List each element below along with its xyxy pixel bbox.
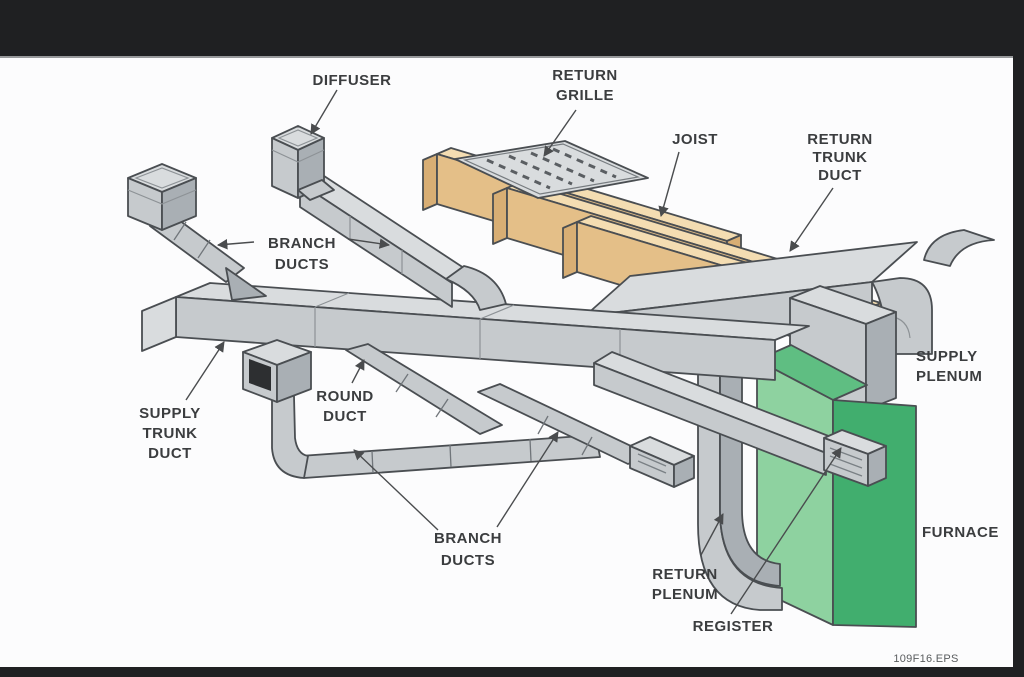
label-return-grille-2: GRILLE	[556, 87, 614, 104]
round-duct-drop-pipe	[345, 343, 503, 435]
label-branch-ducts-upper-2: DUCTS	[275, 256, 329, 273]
joist-2-end-left	[492, 187, 508, 245]
diffuser-left-side	[161, 177, 197, 231]
branch-duct-rect-elbow	[445, 265, 507, 311]
round-duct-drop-ring-1	[395, 373, 409, 393]
branch-boot-vent-2	[637, 460, 667, 474]
branch-ducts-lower-right-leader	[496, 431, 559, 528]
branch-boot-side	[673, 455, 695, 488]
round-duct-run	[242, 339, 601, 479]
label-register: REGISTER	[693, 618, 774, 635]
round-duct-leader	[351, 359, 365, 384]
return-trunk-duct-leader	[789, 187, 834, 252]
hvac-duct-diagram: DIFFUSER RETURN GRILLE JOIST RETURN TRUN…	[127, 67, 999, 665]
label-return-trunk-1: RETURN	[807, 131, 873, 148]
return-grille-slots-row3	[530, 151, 595, 183]
label-round-duct-1: ROUND	[316, 388, 374, 405]
return-branch-elbow-body	[923, 229, 995, 267]
diffuser-left	[127, 163, 267, 301]
label-supply-trunk-3: DUCT	[148, 445, 192, 462]
return-grille-slots-row4	[552, 147, 617, 179]
label-round-duct-2: DUCT	[323, 408, 367, 425]
label-return-grille-1: RETURN	[552, 67, 618, 84]
labels: DIFFUSER RETURN GRILLE JOIST RETURN TRUN…	[139, 67, 999, 665]
diffuser-left-tap-wedge	[225, 267, 267, 301]
floor-register-boot-right	[276, 351, 312, 403]
diffuser-top	[271, 125, 335, 201]
floor-register-opening	[249, 359, 271, 391]
diagram-canvas: DIFFUSER RETURN GRILLE JOIST RETURN TRUN…	[0, 56, 1013, 667]
return-plenum-leader	[700, 513, 724, 556]
branch-duct-round-ring-1	[537, 415, 549, 435]
return-grille-leader	[543, 109, 577, 157]
label-supply-plenum-2: PLENUM	[916, 368, 982, 385]
supply-plenum-side	[865, 311, 897, 411]
leader-lines	[185, 89, 842, 615]
branch-boot-vent-1	[637, 453, 667, 467]
label-joist: JOIST	[672, 131, 718, 148]
round-duct-h-ring-1	[371, 450, 374, 474]
register-duct-front	[593, 362, 827, 476]
joist-leader	[658, 151, 680, 218]
joist-3-end-left	[562, 221, 578, 279]
joist-1-end-left	[422, 153, 438, 211]
label-furnace: FURNACE	[922, 524, 999, 541]
floor-register-boot	[242, 339, 312, 403]
label-branch-ducts-upper-1: BRANCH	[268, 235, 336, 252]
return-grille-slots-row2	[508, 154, 573, 186]
label-return-trunk-2: TRUNK	[813, 149, 868, 166]
branch-boot	[629, 436, 695, 488]
label-supply-plenum-1: SUPPLY	[916, 348, 978, 365]
label-return-trunk-3: DUCT	[818, 167, 862, 184]
diffuser-top-band	[271, 149, 325, 163]
register-boot-side	[867, 445, 887, 487]
return-grille	[454, 140, 649, 199]
return-grille-slots-row1	[486, 158, 551, 190]
branch-duct-round	[477, 383, 695, 488]
branch-duct-rect	[299, 171, 507, 311]
label-branch-ducts-lower-1: BRANCH	[434, 530, 502, 547]
figure-caption: 109F16.EPS	[893, 653, 958, 665]
register-duct	[593, 351, 887, 487]
label-diffuser: DIFFUSER	[313, 72, 392, 89]
diffuser-top-neck	[297, 179, 335, 201]
round-duct-h-ring-3	[529, 438, 532, 462]
label-supply-trunk-2: TRUNK	[143, 425, 198, 442]
round-duct-h-ring-2	[449, 444, 452, 468]
round-duct-drop-ring-2	[435, 398, 449, 418]
register-leader	[730, 447, 842, 615]
supply-trunk-duct-leader	[185, 341, 225, 401]
supply-trunk-top-joint-2	[479, 304, 515, 320]
label-branch-ducts-lower-2: DUCTS	[441, 552, 495, 569]
diffuser-left-pipe-ring-1	[173, 221, 187, 241]
diffuser-left-opening-inner	[134, 167, 190, 189]
diffuser-left-pipe-ring-2	[197, 239, 211, 259]
label-return-plenum-2: PLENUM	[652, 586, 718, 603]
return-branch-elbow	[923, 229, 995, 267]
diffuser-top-opening-inner	[277, 129, 319, 147]
return-grille-inner-border	[462, 143, 641, 195]
register-vent-3	[829, 463, 863, 477]
label-supply-trunk-1: SUPPLY	[139, 405, 201, 422]
diffuser-left-band	[127, 189, 197, 205]
branch-ducts-lower-left-leader	[353, 449, 439, 531]
diffuser-leader	[310, 89, 338, 135]
branch-ducts-upper-right-leader	[347, 238, 391, 249]
supply-trunk-top-joint-1	[314, 292, 350, 308]
supply-trunk-end-cap	[141, 296, 177, 352]
round-duct-left-elbow	[271, 395, 309, 479]
label-return-plenum-1: RETURN	[652, 566, 718, 583]
branch-duct-rect-front	[299, 182, 453, 308]
branch-duct-round-ring-2	[581, 436, 593, 456]
branch-ducts-upper-left-leader	[216, 238, 255, 250]
